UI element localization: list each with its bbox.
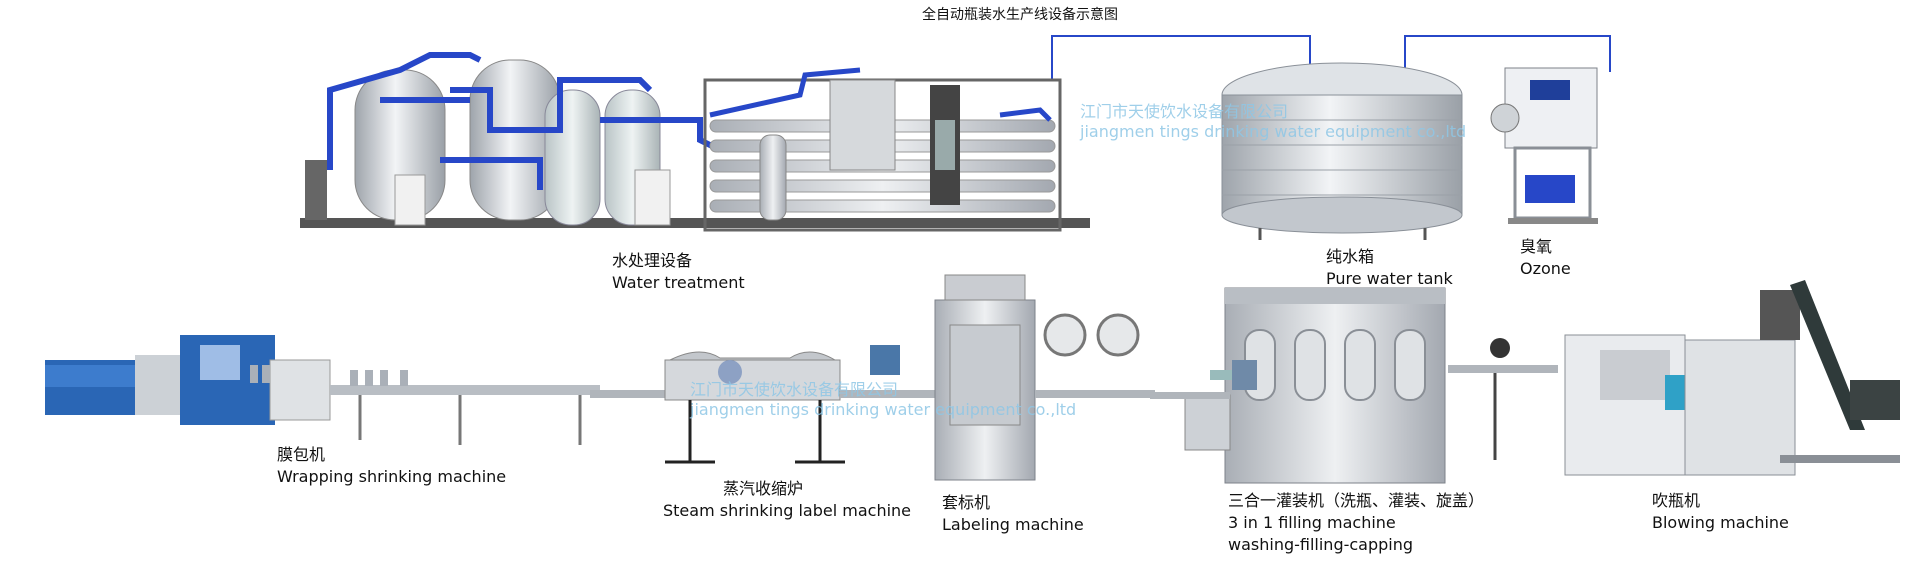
blowing-machine-label: 吹瓶机 Blowing machine [1652,490,1789,534]
filling-machine-en: 3 in 1 filling machine [1228,513,1396,532]
wrapping-machine-cn: 膜包机 [277,445,326,464]
blowing-machine-illustration [1564,280,1900,476]
labeling-machine-label: 套标机 Labeling machine [942,492,1084,536]
watermark-en-bottom: jiangmen tings drinking water equipment … [690,400,1077,419]
labeling-machine-en: Labeling machine [942,515,1084,534]
steam-machine-label: 蒸汽收缩炉 Steam shrinking label machine [663,478,911,522]
labeling-machine-illustration [870,274,1155,481]
pure-water-tank-illustration [1221,62,1463,240]
watermark-cn-bottom: 江门市天使饮水设备有限公司 [690,380,899,399]
steam-shrink-tunnel-illustration [664,351,950,464]
ozone-label: 臭氧 Ozone [1520,236,1571,280]
pure-water-tank-label: 纯水箱 Pure water tank [1326,246,1453,290]
watermark-en-top: jiangmen tings drinking water equipment … [1080,122,1467,141]
filling-machine-cn: 三合一灌装机（洗瓶、灌装、旋盖） [1228,491,1485,510]
watermark-cn-top: 江门市天使饮水设备有限公司 [1080,102,1289,121]
diagram-title: 全自动瓶装水生产线设备示意图 [922,7,1118,23]
filling-machine-illustration [1150,287,1446,484]
air-conveyor [1448,365,1558,373]
wrapping-machine-illustration [45,335,600,445]
water-treatment-illustration [300,52,1090,232]
blowing-machine-en: Blowing machine [1652,513,1789,532]
water-treatment-en: Water treatment [612,273,745,292]
pure-water-tank-en: Pure water tank [1326,269,1453,288]
ozone-cn: 臭氧 [1520,237,1553,256]
water-treatment-label: 水处理设备 Water treatment [612,250,745,294]
ozone-en: Ozone [1520,259,1571,278]
filling-machine-en2: washing-filling-capping [1228,535,1414,554]
pure-water-tank-cn: 纯水箱 [1326,247,1375,266]
steam-machine-en: Steam shrinking label machine [663,501,912,520]
supply-line [1051,35,1611,96]
ozone-generator-illustration [1490,67,1598,224]
conveyor [590,390,680,398]
filling-machine-label: 三合一灌装机（洗瓶、灌装、旋盖） 3 in 1 filling machine … [1228,490,1484,556]
labeling-machine-cn: 套标机 [942,493,991,512]
steam-machine-cn: 蒸汽收缩炉 [723,479,804,498]
blowing-machine-cn: 吹瓶机 [1652,491,1701,510]
water-treatment-cn: 水处理设备 [612,251,693,270]
wrapping-machine-en: Wrapping shrinking machine [277,467,507,486]
wrapping-machine-label: 膜包机 Wrapping shrinking machine [277,444,506,488]
